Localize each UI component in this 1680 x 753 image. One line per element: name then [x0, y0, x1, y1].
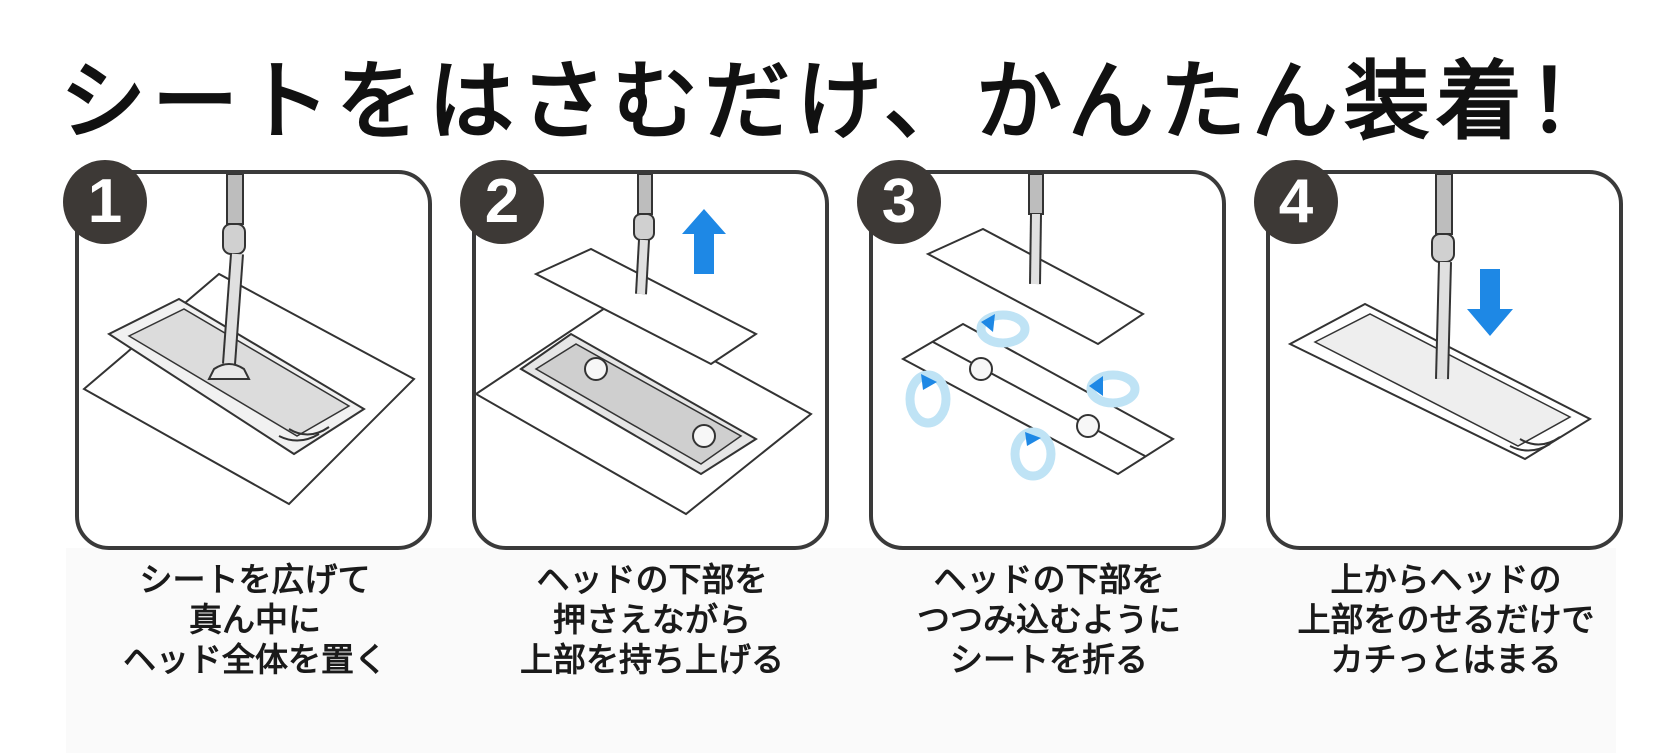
step-number-badge: 3: [857, 160, 941, 244]
step-caption: ヘッドの下部を つつみ込むように シートを折る: [917, 560, 1181, 679]
step-illustration: [869, 170, 1226, 550]
step-number-badge: 4: [1254, 160, 1338, 244]
step-illustration: [1266, 170, 1623, 550]
fold-arrow-icon: [976, 310, 1030, 348]
caption-background: [66, 548, 1616, 753]
mop-on-sheet-illustration: [82, 174, 416, 506]
step-number-badge: 1: [63, 160, 147, 244]
step-illustration: [472, 170, 829, 550]
attach-head-illustration: [1287, 174, 1593, 461]
step-number-badge: 2: [460, 160, 544, 244]
fold-arrow-icon: [1086, 370, 1140, 408]
fold-arrow-icon: [905, 370, 951, 428]
step-illustration: [75, 170, 432, 550]
fold-sheet-illustration: [900, 174, 1175, 481]
lift-head-illustration: [476, 174, 813, 516]
down-arrow-icon: [1467, 269, 1513, 336]
step-2: 2 ヘッドの下部を 押さえながら 上部を持ち上げる: [460, 160, 829, 679]
fold-arrow-icon: [1010, 427, 1056, 481]
step-3: 3: [857, 160, 1226, 679]
step-caption: 上からヘッドの 上部をのせるだけで カチっとはまる: [1297, 560, 1595, 679]
step-1: 1 シートを広げて 真ん中に ヘッド全体を置く: [63, 160, 432, 679]
up-arrow-icon: [682, 209, 726, 274]
step-caption: シートを広げて 真ん中に ヘッド全体を置く: [123, 560, 387, 679]
step-4: 4 上からヘッドの 上部をのせるだけで カチっとはまる: [1254, 160, 1623, 679]
page-title: シートをはさむだけ、かんたん装着！: [60, 52, 1620, 152]
step-caption: ヘッドの下部を 押さえながら 上部を持ち上げる: [520, 560, 784, 679]
